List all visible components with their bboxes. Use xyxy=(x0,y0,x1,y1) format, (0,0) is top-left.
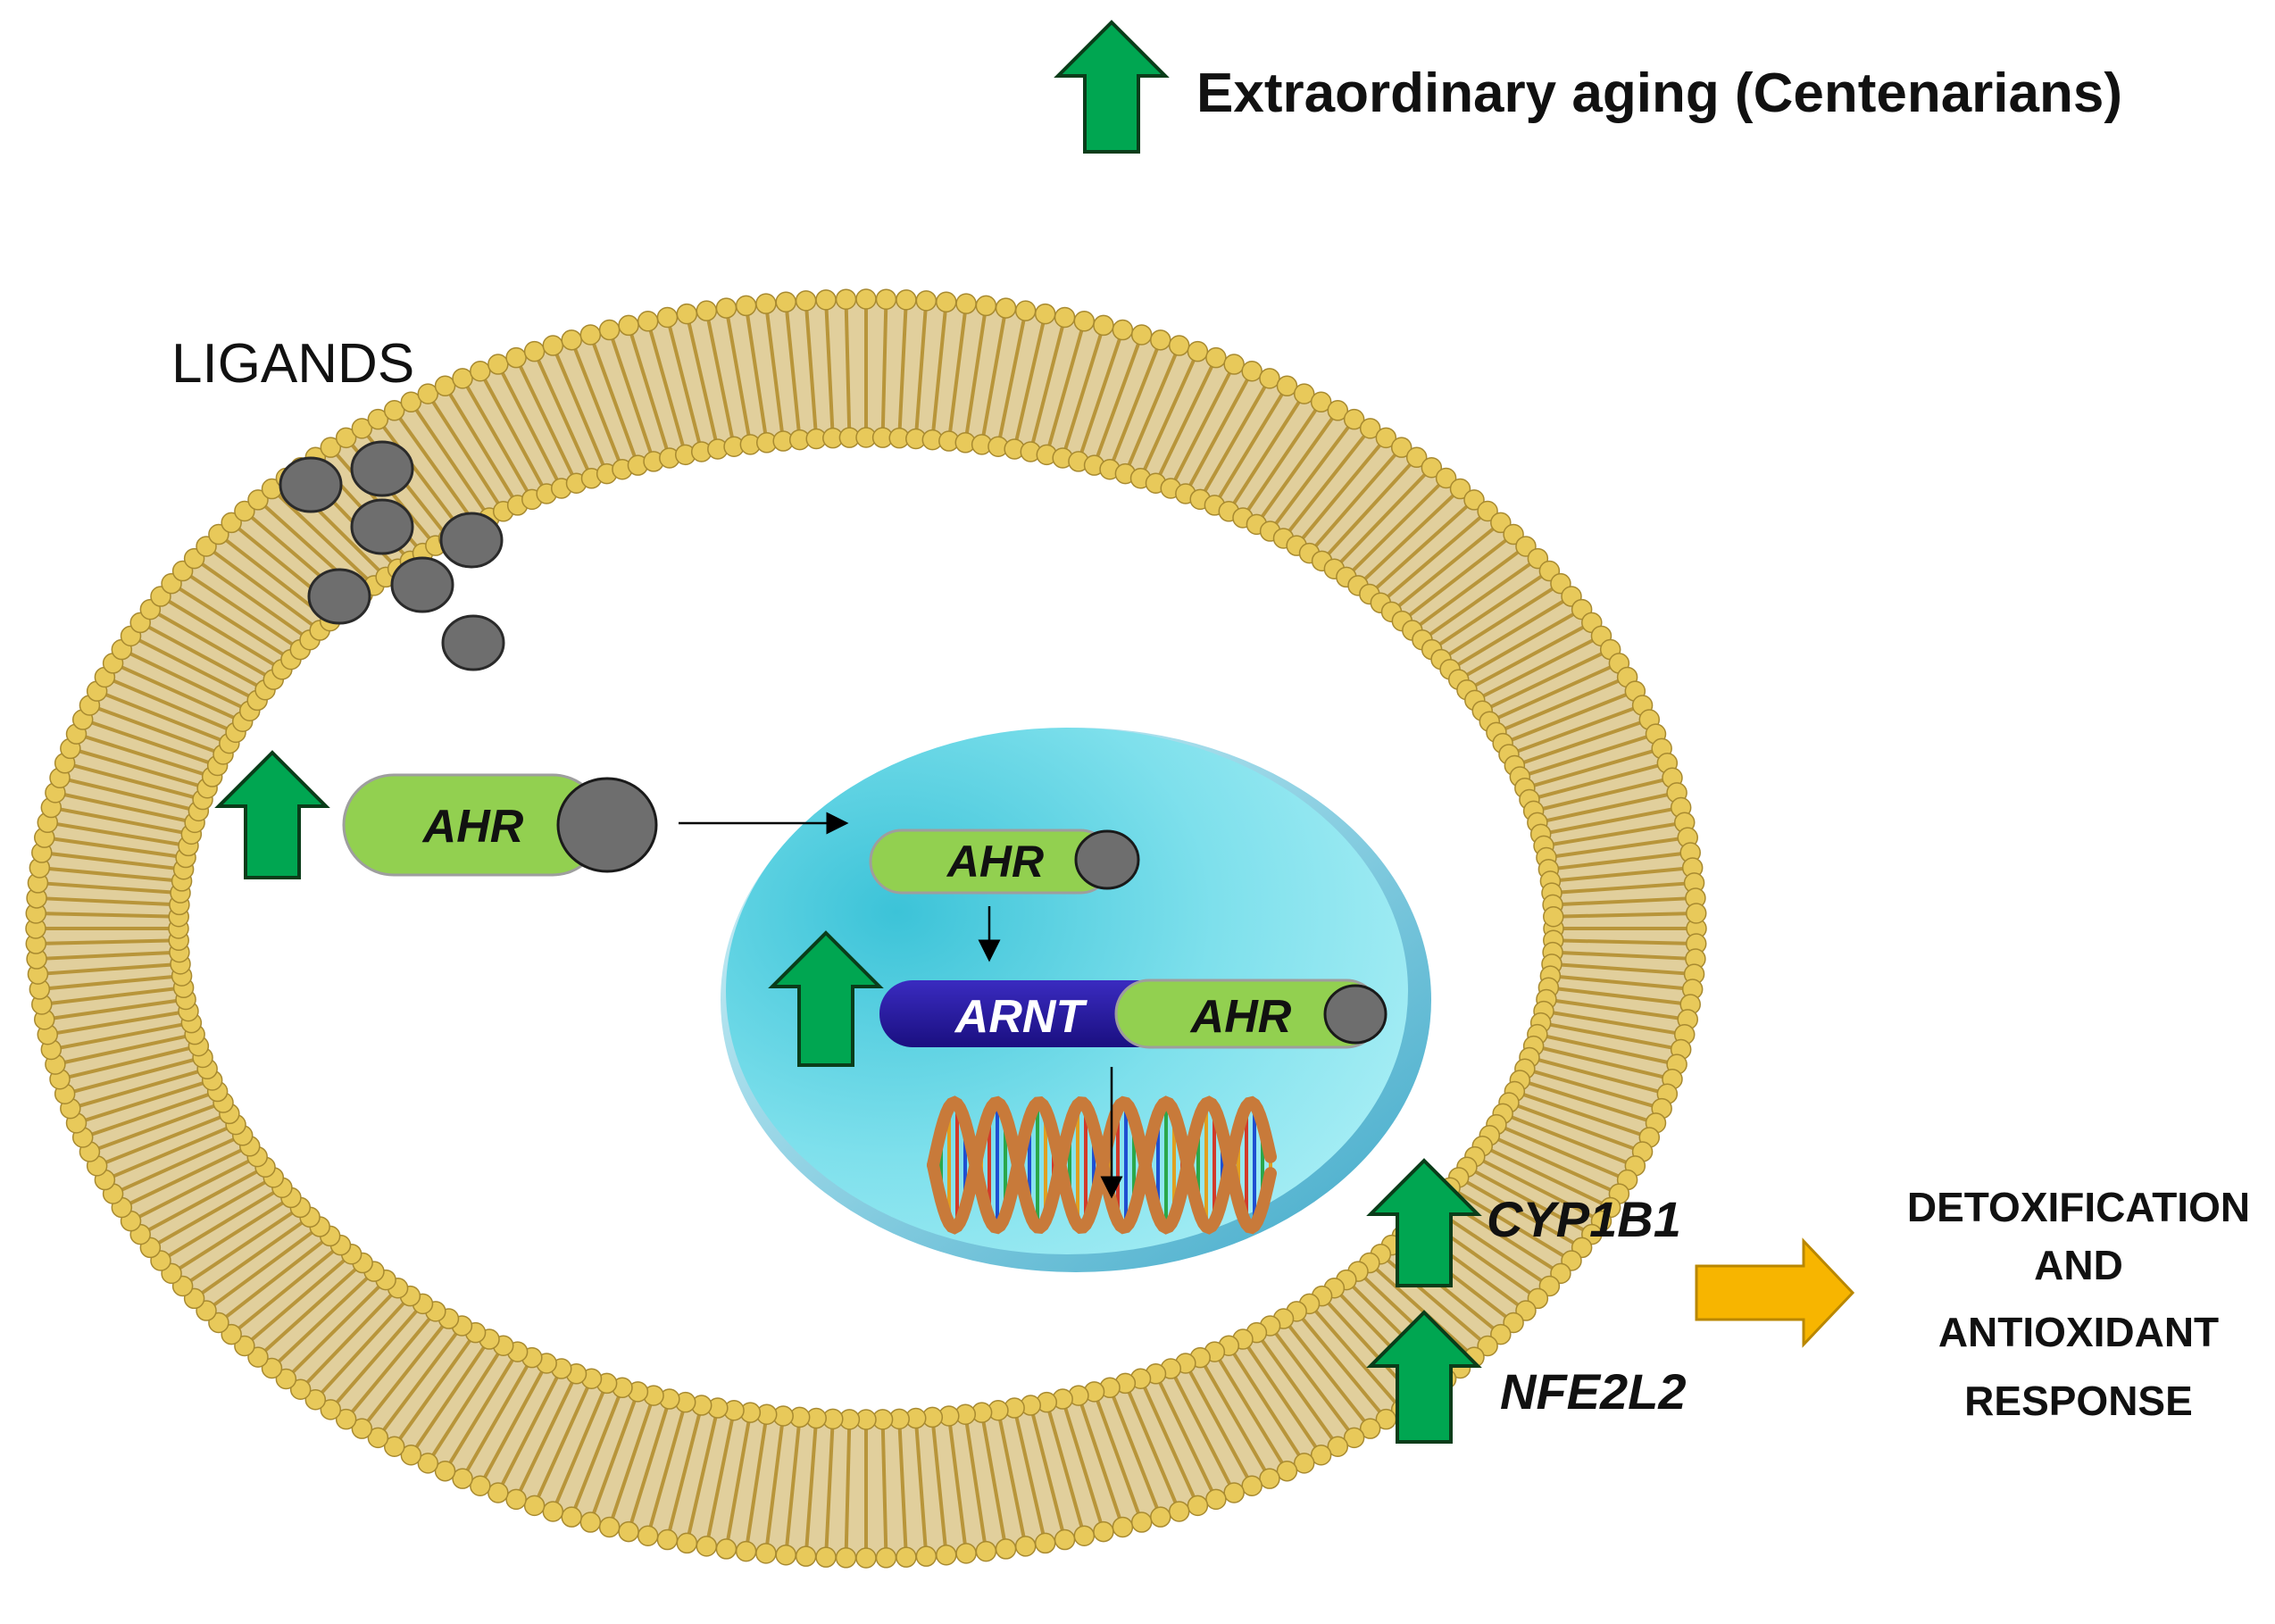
outcome-line-1: DETOXIFICATION xyxy=(1907,1184,2250,1230)
outcome-line-4: RESPONSE xyxy=(1964,1378,2193,1424)
ahr-complex-ligand xyxy=(1323,984,1388,1045)
dna-icon xyxy=(927,1095,1277,1235)
ligand xyxy=(279,456,343,513)
ahr-bound-ligand xyxy=(556,777,658,873)
outcome-line-3: ANTIOXIDANT xyxy=(1938,1309,2219,1355)
up-arrow-icon xyxy=(214,750,330,879)
up-arrow-icon xyxy=(768,930,884,1067)
ligand xyxy=(390,556,454,613)
outcome-line-2: AND xyxy=(2034,1242,2123,1288)
cyp1b1-label: CYP1B1 xyxy=(1487,1191,1681,1247)
ligand-cluster xyxy=(279,440,505,671)
ligand xyxy=(350,440,414,497)
ligands-label: LIGANDS xyxy=(171,333,414,395)
ligand xyxy=(441,614,505,671)
arnt-label: ARNT xyxy=(954,991,1088,1043)
ahr-nucleus-label: AHR xyxy=(946,837,1044,887)
ahr-cytoplasm-label: AHR xyxy=(421,801,524,853)
ligand xyxy=(439,512,504,569)
nfe2l2-label: NFE2L2 xyxy=(1500,1363,1687,1420)
up-arrow-icon xyxy=(1366,1158,1482,1287)
ligand xyxy=(350,498,414,555)
right-arrow-icon xyxy=(1695,1237,1855,1348)
up-arrow-icon xyxy=(1054,20,1170,154)
up-arrow-icon xyxy=(1366,1310,1482,1444)
cell-membrane xyxy=(25,288,1707,1569)
ligand xyxy=(307,568,371,625)
legend-label: Extraordinary aging (Centenarians) xyxy=(1196,62,2122,124)
ahr-nucleus-ligand xyxy=(1074,829,1140,890)
ahr-complex-label: AHR xyxy=(1189,991,1292,1043)
arnt-pill xyxy=(879,980,1174,1047)
